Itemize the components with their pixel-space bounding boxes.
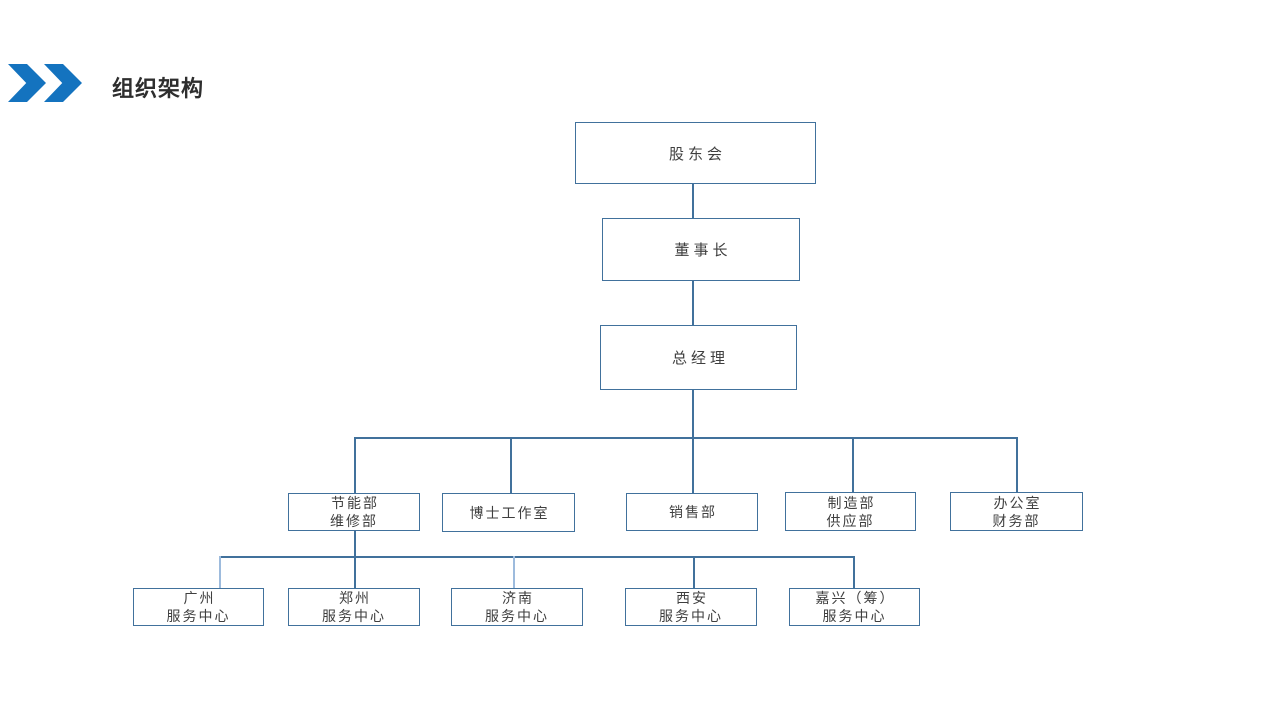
connector-drop-jiaxing	[853, 556, 855, 588]
connector-level4-bus	[354, 437, 1017, 439]
connector-drop-xian	[693, 556, 695, 588]
connector-chairman-gm	[692, 281, 694, 325]
org-node-phd-studio: 博士工作室	[442, 493, 575, 532]
connector-drop-sales	[692, 437, 694, 493]
connector-shareholders-chairman	[692, 184, 694, 218]
org-node-guangzhou-center: 广州 服务中心	[133, 588, 264, 626]
connector-gm-bus	[692, 390, 694, 437]
chevron-right-icon	[44, 64, 82, 102]
chevron-right-icon	[8, 64, 46, 102]
connector-drop-energy	[354, 437, 356, 493]
org-node-manufacturing-supply: 制造部 供应部	[785, 492, 916, 531]
connector-drop-phd	[510, 437, 512, 493]
connector-drop-zhengzhou	[354, 556, 356, 588]
connector-drop-office	[1016, 437, 1018, 492]
org-node-energy-maintenance: 节能部 维修部	[288, 493, 420, 531]
org-node-shareholders: 股东会	[575, 122, 816, 184]
connector-level5-bus	[219, 556, 854, 558]
org-node-general-manager: 总经理	[600, 325, 797, 390]
connector-drop-guangzhou	[219, 556, 221, 588]
org-node-xian-center: 西安 服务中心	[625, 588, 757, 626]
org-node-jinan-center: 济南 服务中心	[451, 588, 583, 626]
page-title: 组织架构	[112, 76, 205, 101]
org-node-sales: 销售部	[626, 493, 758, 531]
org-node-chairman: 董事长	[602, 218, 800, 281]
org-node-zhengzhou-center: 郑州 服务中心	[288, 588, 420, 626]
connector-drop-manufacturing	[852, 437, 854, 492]
org-node-jiaxing-center: 嘉兴（筹） 服务中心	[789, 588, 920, 626]
connector-energy-centers	[354, 531, 356, 556]
connector-drop-jinan	[513, 556, 515, 588]
org-node-office-finance: 办公室 财务部	[950, 492, 1083, 531]
